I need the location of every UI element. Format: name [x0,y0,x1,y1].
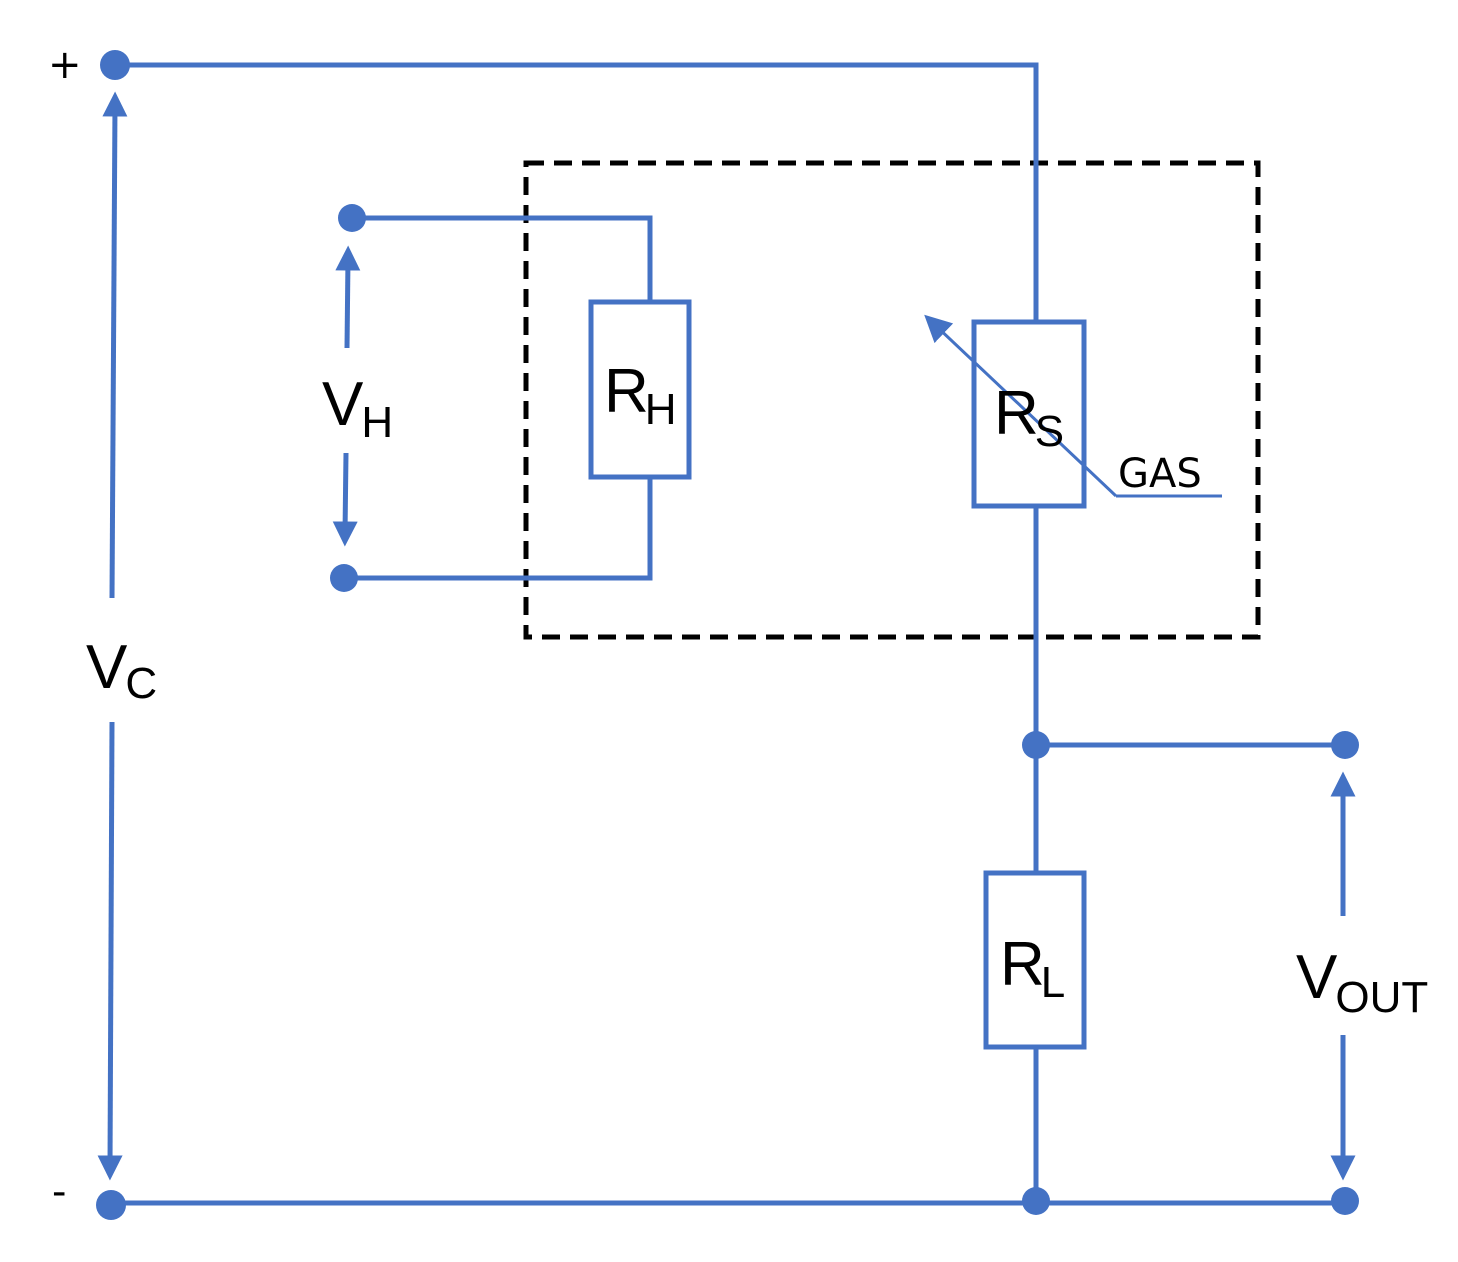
output-terminal [1331,731,1359,759]
load-resistor [983,870,1087,1050]
vc-arrow-down [97,721,123,1181]
negative-sign: - [52,1169,66,1215]
negative-terminal [96,1190,126,1220]
heater-terminal-bottom [330,564,358,592]
vh-arrow-up [335,245,361,349]
ground-output-terminal [1331,1187,1359,1215]
output-junction-node [1022,731,1050,759]
heater-bottom-wire [344,477,653,581]
heater-terminal-top [338,204,366,232]
vout-label: VOUT [1296,943,1428,1022]
sensor-housing-box [523,160,1261,640]
vh-arrow-down [332,452,358,547]
heater-resistor [588,299,692,480]
gas-label: GAS [1118,451,1202,497]
ground-junction-node [1022,1187,1050,1215]
supply-positive-wire [115,62,1039,322]
heater-top-wire [350,215,653,302]
positive-terminal [100,50,130,80]
vc-arrow-up [102,91,128,599]
sensing-resistor [971,319,1087,509]
vc-label: VC [86,633,157,708]
vh-label: VH [322,370,393,447]
positive-sign: + [48,42,82,88]
rl-label: RL [1000,930,1065,1007]
rh-label: RH [604,357,677,434]
rs-label: RS [994,379,1064,456]
gas-arrow [924,314,1118,498]
